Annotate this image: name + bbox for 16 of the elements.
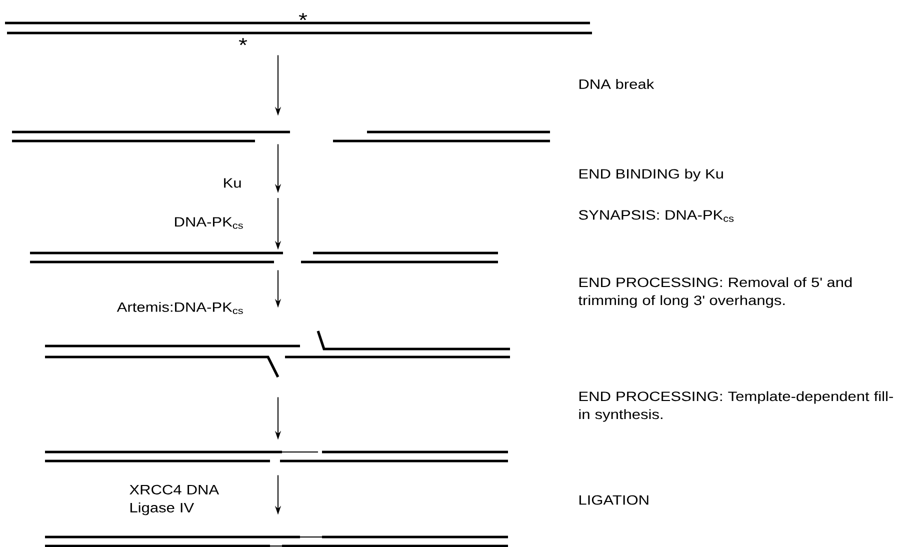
- dna-drawing: [12, 130, 550, 142]
- step-description: END PROCESSING: Template-dependent fill-in synthesis.: [579, 391, 893, 422]
- edge-label: XRCC4 DNA Ligase IV: [130, 484, 220, 516]
- step-description: END PROCESSING: Removal of 5' and trimming of long 3' overhangs.: [578, 277, 852, 308]
- step-description: SYNAPSIS: DNA-PK$_{cs}$: [578, 210, 734, 222]
- step-description: END BINDING by Ku: [579, 168, 723, 182]
- dna-drawing: [45, 330, 510, 378]
- edge-label: DNA-PK$_{cs}$: [175, 217, 243, 229]
- dna-drawing: [30, 252, 498, 264]
- dna-drawing: [5, 22, 592, 34]
- step-description: LIGATION: [579, 495, 648, 505]
- edge-label: Ku: [224, 178, 241, 188]
- edge-label: Artemis:DNA-PK$_{cs}$: [116, 302, 243, 314]
- dna-drawing: [45, 450, 508, 462]
- step-description: DNA break: [579, 79, 654, 89]
- dna-drawing: [45, 536, 508, 547]
